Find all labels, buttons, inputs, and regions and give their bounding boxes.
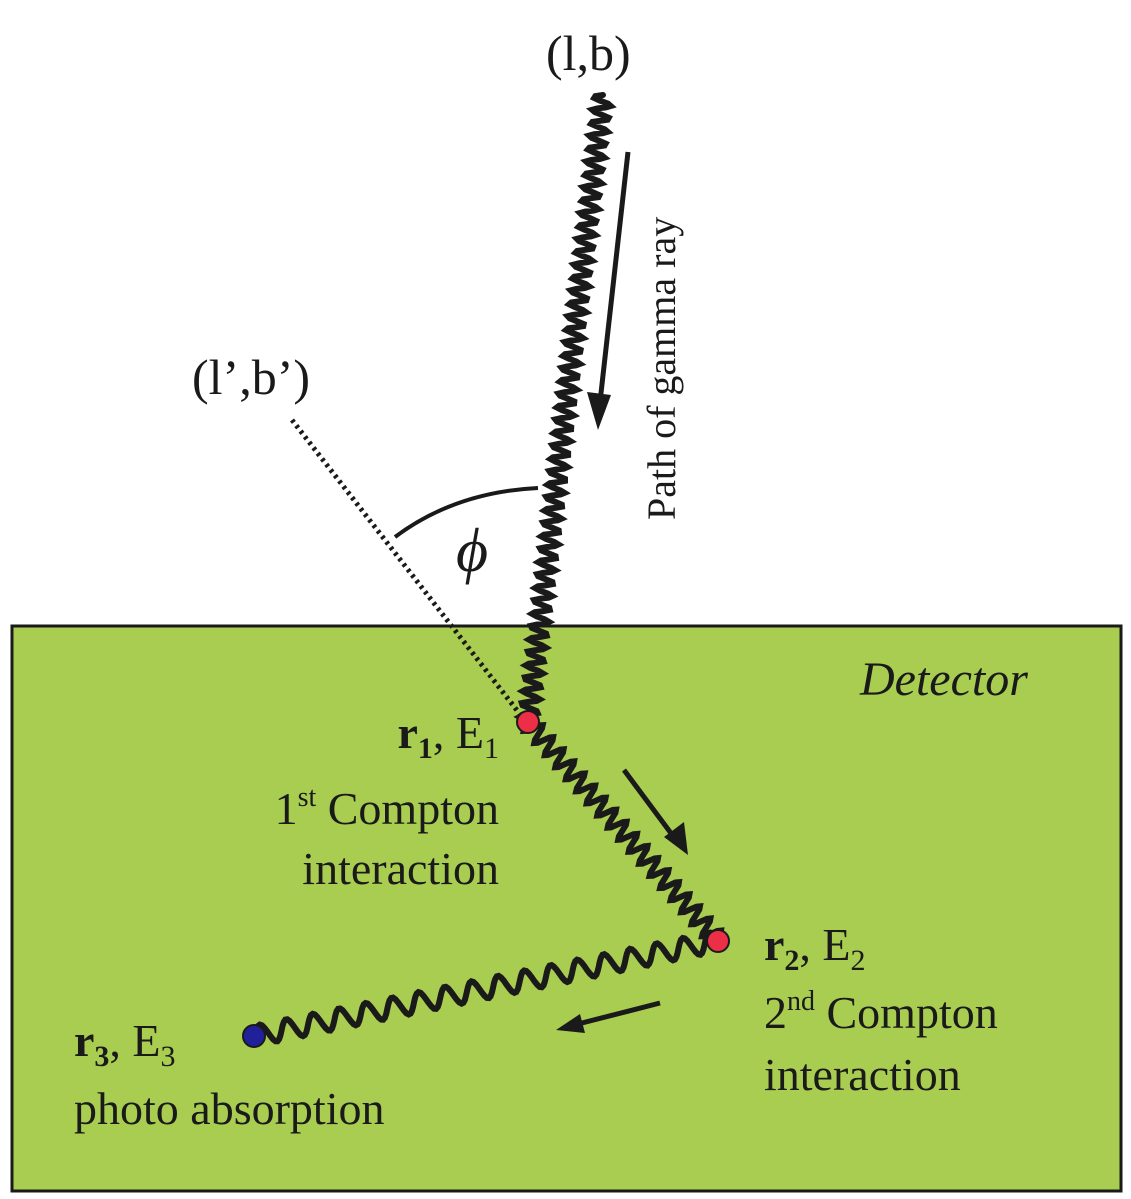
photo-absorption-point [242,1024,266,1048]
apparent-direction-dotted-line [290,418,528,724]
detector-label: Detector [860,653,1028,706]
second-ordinal-number: 2 [764,987,787,1038]
r1-symbol: r [397,707,418,758]
e1-symbol: E [455,707,484,758]
second-compton-interaction-point [706,929,730,953]
first-scattered-gamma-ray-wave [520,719,725,949]
r2-subscript: 2 [784,944,800,977]
r3-separator: , [109,1015,133,1066]
detector-box [10,624,1123,1193]
e2-subscript: 2 [850,944,866,977]
incoming-gamma-ray-wave [513,92,617,726]
second-scatter-direction-arrow [577,1000,661,1027]
first-scatter-direction-arrowhead [664,822,688,855]
first-compton-word: Compton [316,783,499,834]
e3-symbol: E [132,1015,161,1066]
first-compton-interaction-point [516,710,540,734]
r3-subscript: 3 [94,1040,110,1073]
gamma-ray-path-label: Path of gamma ray [639,216,684,520]
e3-subscript: 3 [160,1040,176,1073]
second-compton-word: Compton [815,987,998,1038]
second-scattered-gamma-ray-wave [251,929,721,1045]
first-ordinal-number: 1 [274,783,298,834]
true-source-label: (l,b) [546,25,631,81]
second-scatter-direction-arrowhead [556,1014,585,1033]
first-scatter-direction-arrow [621,768,679,842]
second-interaction-type-line2: interaction [764,1049,961,1100]
e2-symbol: E [822,919,851,970]
r2-symbol: r [764,919,785,970]
photo-absorption-label: r3, E3 [74,1018,176,1072]
first-interaction-type-line1: 1st Compton [275,784,499,832]
first-interaction-type-line2: interaction [302,843,499,894]
r1-subscript: 1 [417,732,433,765]
path-direction-arrow [595,151,631,421]
apparent-source-label: (l’,b’) [192,349,310,405]
scatter-angle-arc [393,486,539,539]
photo-absorption-type: photo absorption [74,1083,385,1134]
r1-separator: , [432,707,456,758]
first-ordinal-suffix: st [297,782,317,813]
first-interaction-label: r1, E1 [397,710,499,764]
scatter-angle-symbol: ϕ [456,517,489,585]
path-direction-arrowhead [587,392,611,430]
e1-subscript: 1 [484,732,499,765]
second-interaction-type-line1: 2nd Compton [764,988,998,1036]
r2-separator: , [799,919,823,970]
second-ordinal-suffix: nd [787,986,815,1017]
r3-symbol: r [74,1015,95,1066]
second-interaction-label: r2, E2 [764,922,866,976]
